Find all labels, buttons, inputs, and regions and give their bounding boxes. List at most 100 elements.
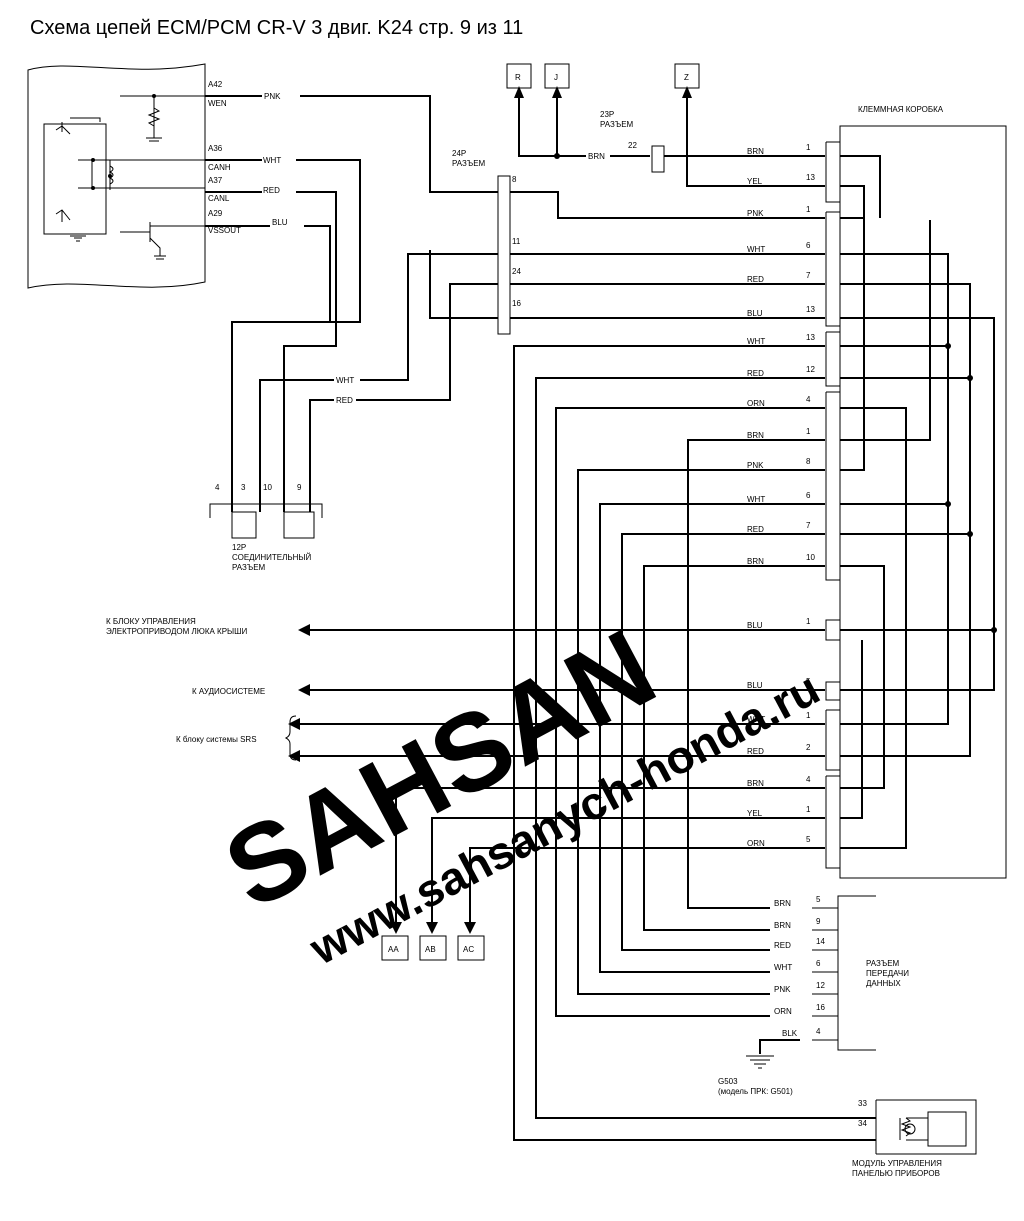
junction-row-pin: 13 — [806, 333, 815, 342]
dlc-row-pin: 6 — [816, 959, 821, 968]
junction-row-wire-color: WHT — [747, 245, 765, 254]
dlc-row-wire-color: PNK — [774, 985, 791, 994]
ecm-wire-red: RED — [263, 186, 280, 195]
23p-connector: 23P РАЗЪЕМ BRN 22 — [588, 110, 745, 173]
24p-label-1: 24P — [452, 149, 466, 158]
ecm-pin-a29-name: VSSOUT — [208, 226, 241, 235]
24p-pin-16: 16 — [512, 299, 521, 308]
ecm-pin-a37-name: CANL — [208, 194, 230, 203]
12p-pin-4: 4 — [215, 483, 220, 492]
junction-row-pin: 12 — [806, 365, 815, 374]
destination-arrows — [284, 86, 692, 934]
sunroof-label-1: К БЛОКУ УПРАВЛЕНИЯ — [106, 617, 196, 626]
ecm-pin-a42-name: WEN — [208, 99, 227, 108]
junction-row-pin: 1 — [806, 711, 811, 720]
ecm-wires — [205, 95, 498, 512]
ref-aa: AA — [388, 945, 399, 954]
24p-pin-24: 24 — [512, 267, 521, 276]
junction-row-pin: 5 — [806, 835, 811, 844]
junction-row-pin: 7 — [806, 271, 811, 280]
junction-row-wire-color: RED — [747, 369, 764, 378]
junction-row-pin: 5 — [806, 677, 811, 686]
dlc-row-pin: 5 — [816, 895, 821, 904]
junction-row-pin: 10 — [806, 553, 815, 562]
junction-row-wire-color: BLU — [747, 309, 763, 318]
junction-box: КЛЕММНАЯ КОРОБКА — [825, 105, 1007, 879]
watermark: SAHSAN www.sahsanych-honda.ru — [206, 606, 827, 975]
12p-wire-red: RED — [336, 396, 353, 405]
gauge-pin-34: 34 — [858, 1119, 867, 1128]
junction-row-wire-color: RED — [747, 275, 764, 284]
junction-row-wire-color: BRN — [747, 147, 764, 156]
junction-row-wire-color: BLU — [747, 681, 763, 690]
ref-j: J — [554, 73, 558, 82]
ground-g503: G503 (модель ПРК: G501) — [718, 1039, 800, 1096]
ecm-wire-pnk: PNK — [264, 92, 281, 101]
ref-ab: AB — [425, 945, 436, 954]
12p-label-2: СОЕДИНИТЕЛЬНЫЙ — [232, 553, 311, 562]
junction-row-pin: 7 — [806, 521, 811, 530]
junction-row-wire-color: WHT — [747, 495, 765, 504]
junction-row-pin: 4 — [806, 395, 811, 404]
gauge-label-1: МОДУЛЬ УПРАВЛЕНИЯ — [852, 1159, 942, 1168]
junction-row-wire-color: ORN — [747, 839, 765, 848]
dlc-row-pin: 14 — [816, 937, 825, 946]
12p-wire-labels: WHT RED — [336, 376, 354, 405]
dlc-row-wire-color: ORN — [774, 1007, 792, 1016]
ground-note: (модель ПРК: G501) — [718, 1087, 793, 1096]
gauge-label-2: ПАНЕЛЬЮ ПРИБОРОВ — [852, 1169, 940, 1178]
sunroof-label-2: ЭЛЕКТРОПРИВОДОМ ЛЮКА КРЫШИ — [106, 627, 247, 636]
junction-row-pin: 13 — [806, 173, 815, 182]
junction-row-wire-color: WHT — [747, 337, 765, 346]
dlc-row-wire-color: WHT — [774, 963, 792, 972]
gauge-pin-33: 33 — [858, 1099, 867, 1108]
junction-row-wire-color: BRN — [747, 779, 764, 788]
12p-pin-9: 9 — [297, 483, 302, 492]
ecm-wire-wht: WHT — [263, 156, 281, 165]
junction-row-wire-color: BRN — [747, 557, 764, 566]
junction-row-wire-color: RED — [747, 525, 764, 534]
dlc-row-pin: 12 — [816, 981, 825, 990]
12p-pin-10: 10 — [263, 483, 272, 492]
junction-row-pin: 1 — [806, 427, 811, 436]
junction-row-wire-color: BRN — [747, 431, 764, 440]
dlc-label-3: ДАННЫХ — [866, 979, 901, 988]
24p-label-2: РАЗЪЕМ — [452, 159, 486, 168]
destination-labels: К БЛОКУ УПРАВЛЕНИЯ ЭЛЕКТРОПРИВОДОМ ЛЮКА … — [106, 617, 265, 744]
ref-z: Z — [684, 73, 689, 82]
ground-label: G503 — [718, 1077, 738, 1086]
junction-row-wire-color: PNK — [747, 209, 764, 218]
dlc-row-wire-color: BRN — [774, 899, 791, 908]
bottom-reference-boxes: AA AB AC — [381, 935, 485, 961]
ecm-pcm-unit — [27, 63, 206, 289]
junction-row-pin: 13 — [806, 305, 815, 314]
ecm-pin-a29: A29 — [208, 209, 223, 218]
dlc-label-1: РАЗЪЕМ — [866, 959, 900, 968]
12p-label-3: РАЗЪЕМ — [232, 563, 266, 572]
dlc-row-wire-color: BRN — [774, 921, 791, 930]
junction-row-pin: 2 — [806, 743, 811, 752]
junction-internal-wires — [840, 155, 997, 849]
dlc-row-wire-color: RED — [774, 941, 791, 950]
page-title: Схема цепей ECM/PCM CR-V 3 двиг. K24 стр… — [30, 17, 523, 39]
ecm-pin-a36-name: CANH — [208, 163, 231, 172]
ecm-pin-a42: A42 — [208, 80, 223, 89]
23p-label-1: 23P — [600, 110, 614, 119]
junction-row-pin: 1 — [806, 143, 811, 152]
junction-row-wire-color: YEL — [747, 809, 763, 818]
12p-wire-wht: WHT — [336, 376, 354, 385]
srs-label: К блоку системы SRS — [176, 735, 257, 744]
dlc-label-2: ПЕРЕДАЧИ — [866, 969, 909, 978]
connector-24p: 24P РАЗЪЕМ 8 11 24 16 — [452, 149, 521, 335]
junction-row-wire-color: YEL — [747, 177, 763, 186]
data-link-connector: РАЗЪЕМ ПЕРЕДАЧИ ДАННЫХ — [812, 895, 909, 1051]
23p-wire-brn: BRN — [588, 152, 605, 161]
dlc-row-pin: 4 — [816, 1027, 821, 1036]
12p-label-1: 12P — [232, 543, 246, 552]
junction-row-wire-color: PNK — [747, 461, 764, 470]
junction-row-pin: 1 — [806, 205, 811, 214]
junction-row-pin: 1 — [806, 617, 811, 626]
